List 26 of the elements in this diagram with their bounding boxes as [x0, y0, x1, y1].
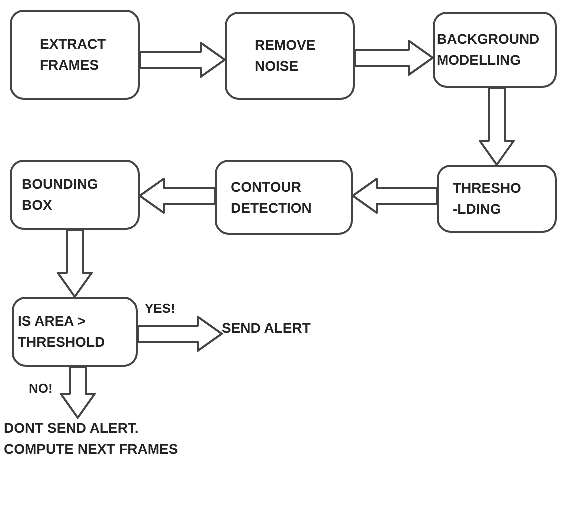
step-text: BACKGROUND MODELLING	[437, 30, 541, 70]
step-text: REMOVE NOISE	[255, 36, 317, 76]
process-box	[12, 297, 138, 367]
process-box	[10, 10, 140, 100]
block-arrow	[139, 178, 216, 214]
block-arrow	[60, 366, 96, 419]
block-arrow	[137, 316, 223, 352]
process-box	[215, 160, 353, 235]
outcome-text: DONT SEND ALERT. COMPUTE NEXT FRAMES	[4, 419, 180, 459]
step-text: EXTRACT FRAMES	[40, 35, 108, 75]
process-box	[225, 12, 355, 100]
step-text: CONTOUR DETECTION	[231, 178, 313, 218]
edge-label: NO!	[28, 381, 54, 396]
step-text: BOUNDING BOX	[22, 175, 100, 215]
block-arrow	[479, 87, 515, 166]
block-arrow	[352, 178, 438, 214]
process-box	[437, 165, 557, 233]
step-text: IS AREA > THRESHOLD	[18, 312, 106, 352]
block-arrow	[354, 40, 434, 76]
block-arrow	[139, 42, 226, 78]
process-box	[10, 160, 140, 230]
process-box	[433, 12, 557, 88]
outcome-text: SEND ALERT	[222, 319, 311, 338]
block-arrow	[57, 229, 93, 298]
step-text: THRESHO -LDING	[453, 179, 522, 219]
edge-label: YES!	[144, 301, 176, 316]
